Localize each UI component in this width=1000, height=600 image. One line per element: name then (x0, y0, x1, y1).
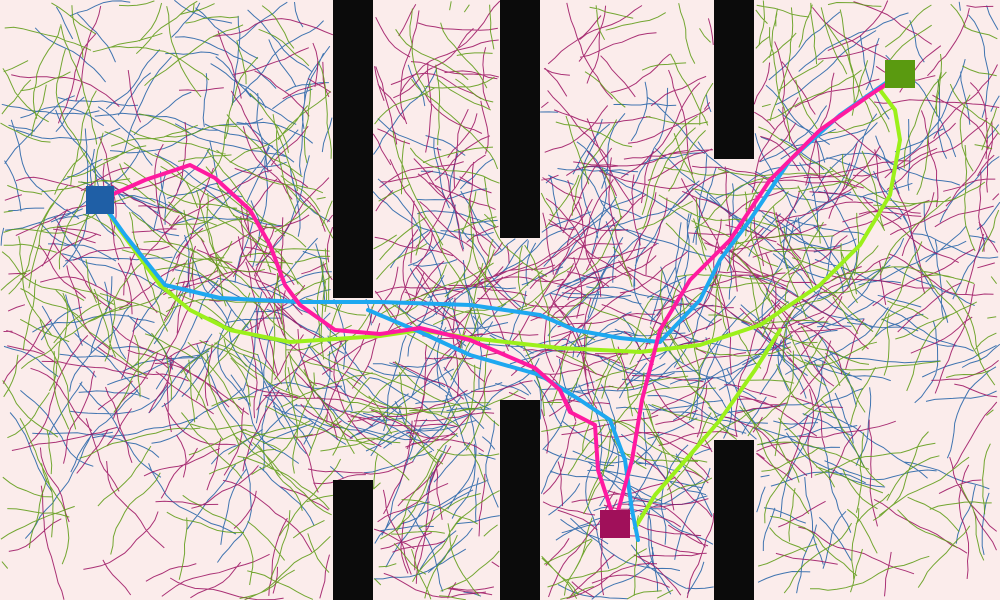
start-node-green-icon (885, 60, 915, 88)
obstacle-wall-1 (333, 0, 373, 298)
start-node-blue-icon (86, 186, 114, 214)
obstacle-wall-2 (333, 480, 373, 600)
solution-path-magenta-goal (613, 73, 902, 524)
solution-path-lime-goal (633, 328, 782, 530)
goal-node-magenta-icon (600, 510, 630, 538)
obstacle-wall-4 (500, 400, 540, 600)
solution-path-magenta (98, 163, 617, 524)
solution-path-cyan-goal (366, 308, 640, 542)
solution-path-lime (98, 73, 902, 354)
obstacle-wall-5 (714, 0, 754, 159)
obstacle-wall-3 (500, 0, 540, 238)
obstacle-wall-6 (714, 440, 754, 600)
